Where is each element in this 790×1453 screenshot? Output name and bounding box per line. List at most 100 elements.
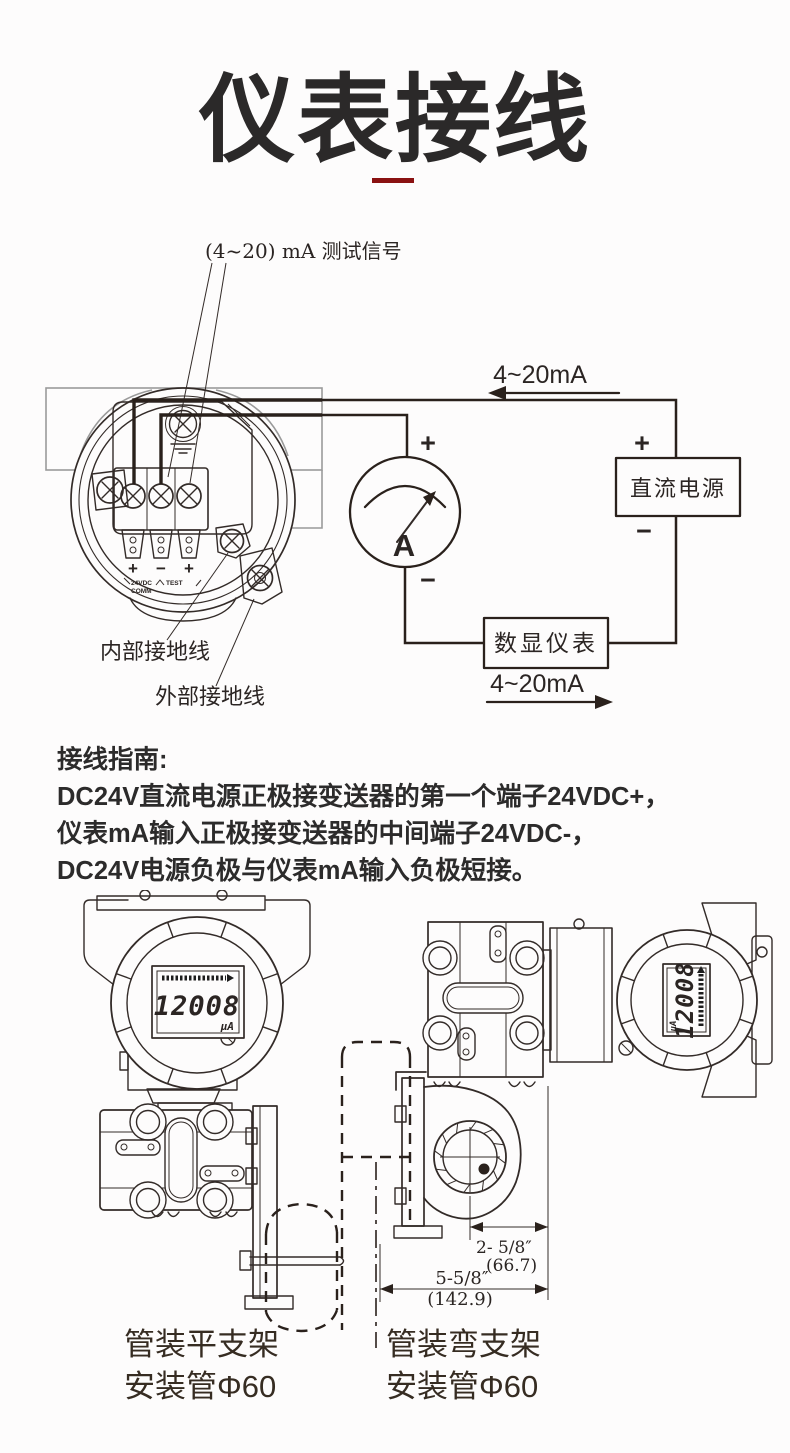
cover-ring-mid [78, 395, 288, 605]
terminal-wire-2 [159, 413, 322, 484]
terminal-label-test: TEST [166, 580, 183, 587]
lcd-value-rotated: 12008 [671, 961, 699, 1038]
cover-ring-outer [70, 387, 296, 613]
nameplate [115, 1139, 161, 1156]
top-screw [168, 409, 198, 439]
guide-line-2: 仪表mA输入正极接变送器的中间端子24VDC-， [57, 820, 597, 848]
dim-small-mm: (66.7) [486, 1256, 537, 1276]
nameplate [199, 1165, 245, 1182]
test-signal-leader-1 [167, 262, 213, 478]
neck-trapezoid [146, 1088, 221, 1104]
mounting-pipe-dashed-left [264, 1202, 339, 1333]
flange-bottom-tab [508, 1081, 536, 1088]
bracket-foot [393, 1225, 443, 1239]
wiring-diagram: + − + 24VDC COMM TEST [45, 239, 742, 709]
loop-current-top-label: 4~20mA [493, 361, 587, 389]
lcd-inner [156, 970, 240, 1034]
ammeter-plus: + [420, 428, 436, 458]
lcd-value: 12008 [154, 991, 240, 1022]
external-ground-label: 外部接地线 [155, 684, 265, 709]
digital-meter-box [482, 616, 610, 670]
lcd-bargraph-arrow-icon [697, 966, 705, 973]
bracket-arm [423, 1084, 522, 1220]
dimension-large: 5-5/8″ (142.9) [379, 1244, 548, 1310]
head-top-bar [96, 895, 266, 911]
wiring-guide: 接线指南: DC24V直流电源正极接变送器的第一个端子24VDC+， 仪表mA输… [57, 742, 757, 890]
installation-drawings: 12008 μA [83, 890, 773, 1348]
housing-wing-curve-left [79, 389, 153, 457]
ammeter-symbol: A [393, 528, 415, 563]
bracket-bolt [394, 1187, 407, 1205]
bezel-inner [126, 932, 268, 1074]
top-screw [139, 890, 151, 901]
wire-to-ammeter [322, 413, 409, 456]
ammeter-needle-arrow-icon [423, 491, 436, 506]
neck-tab [119, 1051, 129, 1071]
dim-small-inch: 2- 5/8″ [476, 1238, 532, 1258]
pipe-clamp [433, 1120, 507, 1194]
tick [155, 579, 165, 586]
tick [123, 577, 131, 585]
terminal-frame [112, 401, 253, 535]
dim-arrow-icon [535, 1284, 548, 1294]
lcd-unit-rotated: μA [669, 1021, 679, 1033]
bracket-bolt [394, 1105, 407, 1123]
wire-bottom-right [608, 516, 678, 645]
dc-power-box [614, 456, 742, 518]
flange-bottom-tab [151, 1211, 180, 1218]
test-signal-label: (4~20) mA 测试信号 [205, 239, 402, 263]
clamp-hatch [434, 1121, 506, 1193]
bent-bracket [393, 1071, 522, 1239]
guide-line-1: DC24V直流电源正极接变送器的第一个端子24VDC+， [57, 783, 670, 811]
top-screw [573, 918, 585, 930]
lcd-bargraph-arrow-icon [227, 974, 234, 982]
head-wing-left [83, 899, 129, 989]
internal-ground-leader [166, 552, 229, 641]
dc-power-minus: − [636, 516, 652, 546]
ammeter-minus: − [420, 565, 436, 595]
terminal-label-24vdc: 24VDC [131, 580, 152, 587]
title-underline [372, 178, 414, 183]
dim-arrow-icon [535, 1222, 548, 1232]
ammeter-scale-arc [363, 485, 447, 509]
transmitter-side-view: 12008 μA [340, 902, 773, 1348]
housing-wing-curve-right [215, 389, 289, 457]
dim-large-inch: 5-5/8″ [435, 1268, 489, 1289]
caption-bent-bracket: 管装弯支架 安装管Φ60 [386, 1324, 541, 1408]
nameplate [489, 925, 507, 963]
housing-neck [129, 597, 237, 622]
tick [195, 579, 202, 587]
wire-bottom-left [403, 567, 484, 645]
digital-meter-label: 数显仪表 [494, 630, 598, 656]
clamp-dot [478, 1163, 490, 1175]
dim-arrow-icon [380, 1284, 393, 1294]
ammeter-needle [396, 498, 430, 543]
guide-heading: 接线指南: [57, 746, 168, 774]
caption-flat-bracket-line2: 安装管Φ60 [124, 1369, 277, 1404]
internal-ground-screw-left [91, 469, 129, 511]
caption-bent-bracket-line2: 安装管Φ60 [386, 1369, 539, 1404]
terminal-tabs [121, 529, 201, 559]
lcd-unit: μA [220, 1020, 234, 1033]
flange-body-side [422, 921, 545, 1088]
page-title: 仪表接线 [199, 67, 591, 174]
loop-circuit [322, 398, 678, 645]
head-neck-side [542, 918, 613, 1063]
terminal-plus-left: + [128, 559, 138, 578]
top-screw [216, 890, 228, 901]
external-ground-leader [215, 598, 255, 687]
arrow-right-icon [595, 695, 613, 709]
bracket-bolt [245, 1127, 258, 1145]
internal-ground-label: 内部接地线 [100, 639, 210, 664]
terminal-minus-mid: − [156, 559, 166, 578]
external-ground-screw [239, 547, 283, 605]
transmitter-housing: + − + 24VDC COMM TEST [45, 387, 323, 622]
terminal-wire-1 [132, 398, 322, 484]
bezel-screw-slot [620, 1042, 632, 1054]
test-signal-leader-2 [189, 262, 227, 484]
caption-bent-bracket-line1: 管装弯支架 [386, 1327, 541, 1362]
bracket-hook [395, 1071, 427, 1091]
rear-screw [756, 946, 768, 958]
arrow-left-icon [488, 386, 506, 400]
